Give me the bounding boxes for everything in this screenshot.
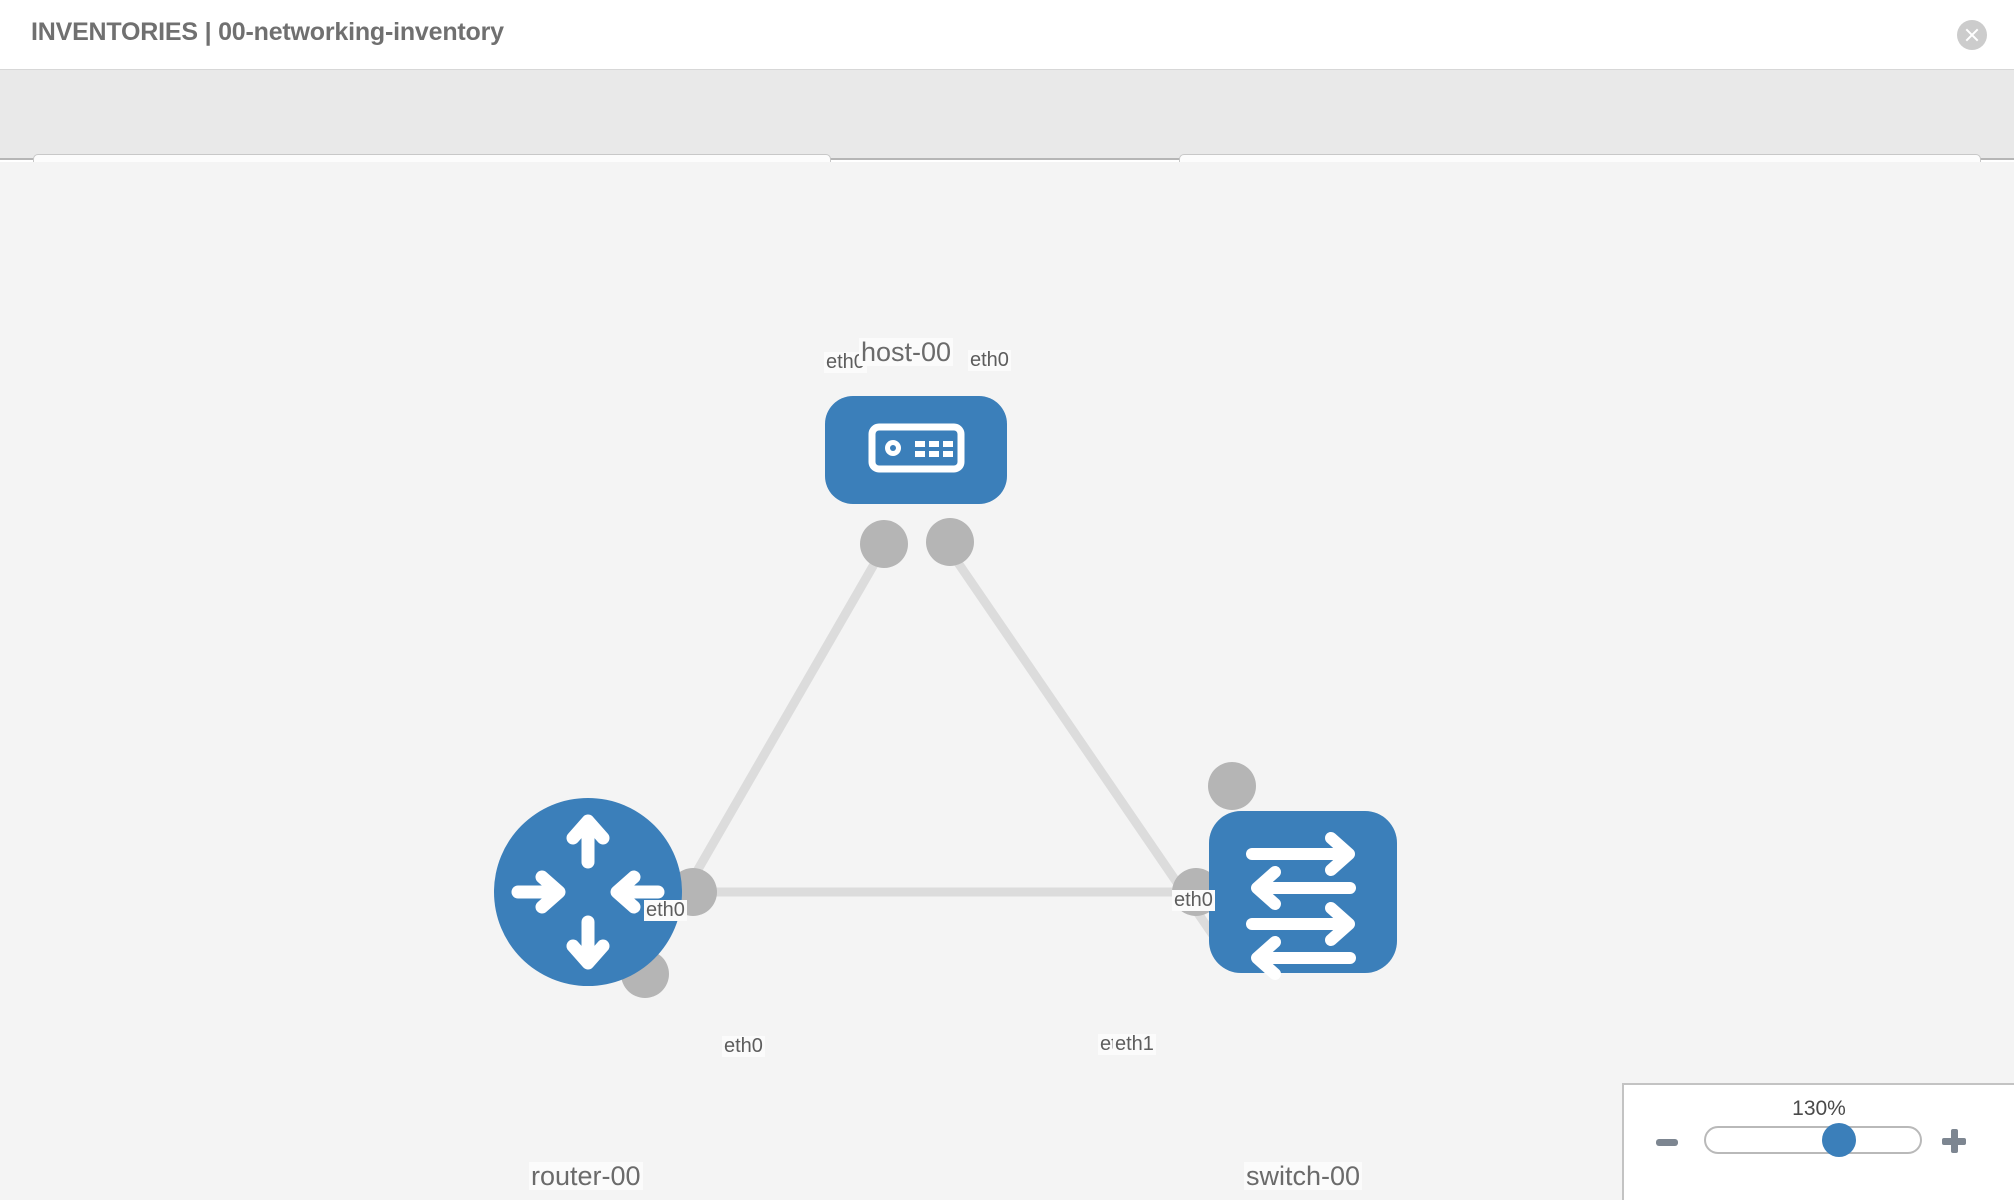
node-router-00[interactable] (494, 798, 682, 986)
edge-label-host-eth0-right: eth0 (968, 349, 1011, 371)
topology-connectors (621, 518, 1256, 998)
edge-label-switch-eth1-west: eth1 (1113, 1033, 1156, 1055)
connector-host-left[interactable] (860, 520, 908, 568)
close-icon[interactable] (1957, 20, 1987, 50)
zoom-out-button[interactable] (1656, 1139, 1678, 1146)
edge-label-router-eth0-east: eth0 (722, 1035, 765, 1057)
zoom-control-panel: 130% (1622, 1083, 2014, 1200)
edge-label-switch-eth0-north: eth0 (1172, 889, 1215, 911)
node-label-switch-00: switch-00 (1244, 1161, 1363, 1191)
node-label-host-00: host-00 (859, 337, 954, 367)
zoom-percent-label: 130% (1792, 1097, 1846, 1120)
zoom-slider[interactable] (1704, 1123, 1922, 1157)
node-switch-00[interactable] (1209, 811, 1397, 980)
topology-links (636, 551, 1234, 973)
edge-label-router-eth0-north: eth0 (644, 899, 687, 921)
page-header: INVENTORIES | 00-networking-inventory (0, 0, 2014, 70)
server-appliance-icon (868, 423, 965, 473)
zoom-in-button[interactable] (1942, 1129, 1966, 1153)
topology-canvas[interactable]: eth0 host-00 eth0 eth0 eth0 eth0 eth0 et… (0, 162, 2014, 1200)
zoom-slider-thumb[interactable] (1821, 1123, 1856, 1157)
page-title: INVENTORIES | 00-networking-inventory (31, 18, 504, 46)
connector-host-right[interactable] (926, 518, 974, 566)
node-host-00[interactable] (825, 396, 1007, 504)
connector-switch-nw[interactable] (1208, 762, 1256, 810)
switch-exchange-arrows-icon (1246, 832, 1356, 980)
router-four-arrows-icon (511, 814, 665, 970)
edge-label-host-eth0-left: eth0 (824, 351, 867, 373)
node-label-router-00: router-00 (529, 1161, 643, 1191)
topology-graph (494, 396, 1397, 998)
topology-toolbar: ACTIONS SEARCH (0, 70, 2014, 208)
